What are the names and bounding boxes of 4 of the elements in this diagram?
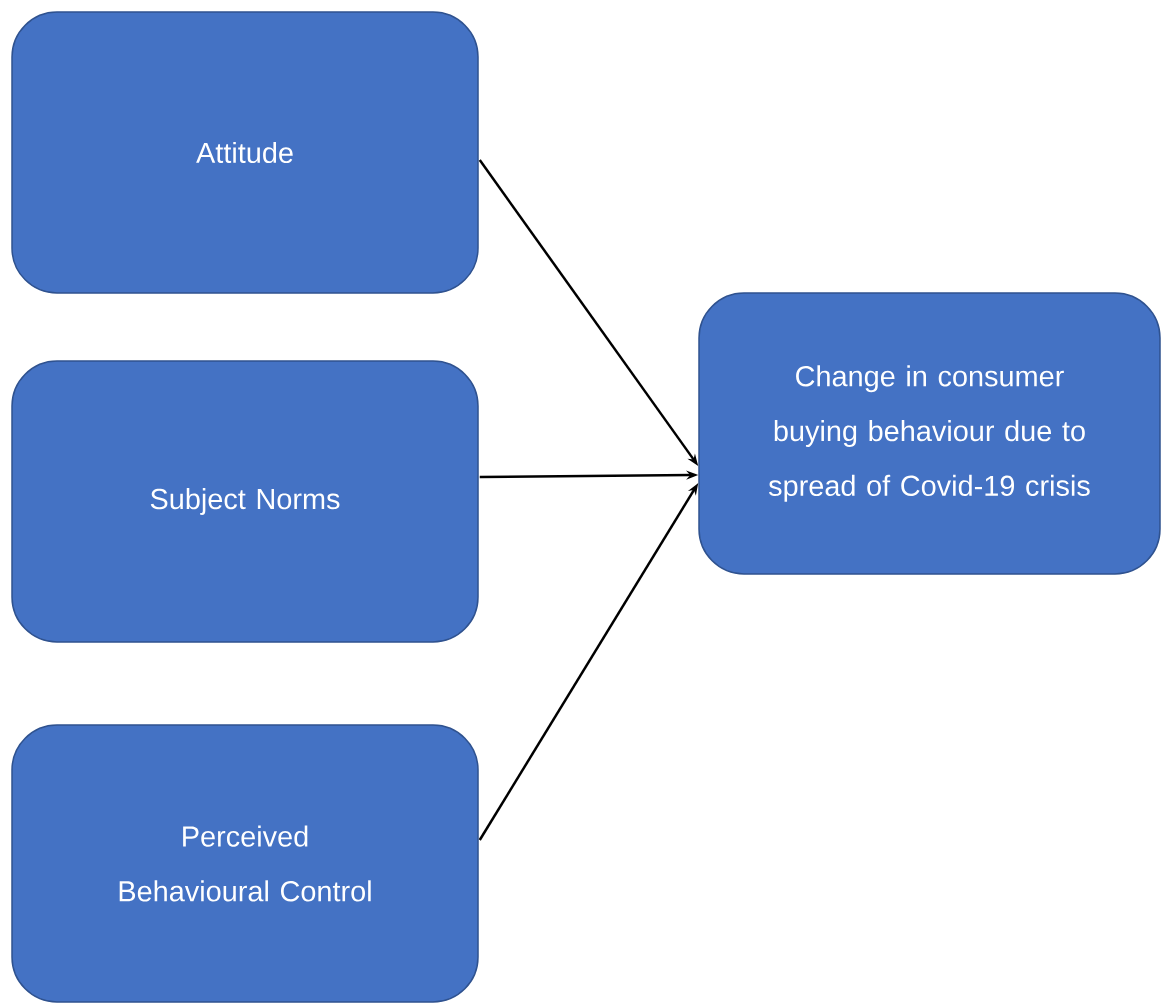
process-box: Attitude [11,11,479,294]
process-box: Change in consumer buying behaviour due to spread of Covid-19 crisis [698,292,1161,575]
process-box: Subject Norms [11,360,479,643]
process-box: Perceived Behavioural Control [11,724,479,1003]
